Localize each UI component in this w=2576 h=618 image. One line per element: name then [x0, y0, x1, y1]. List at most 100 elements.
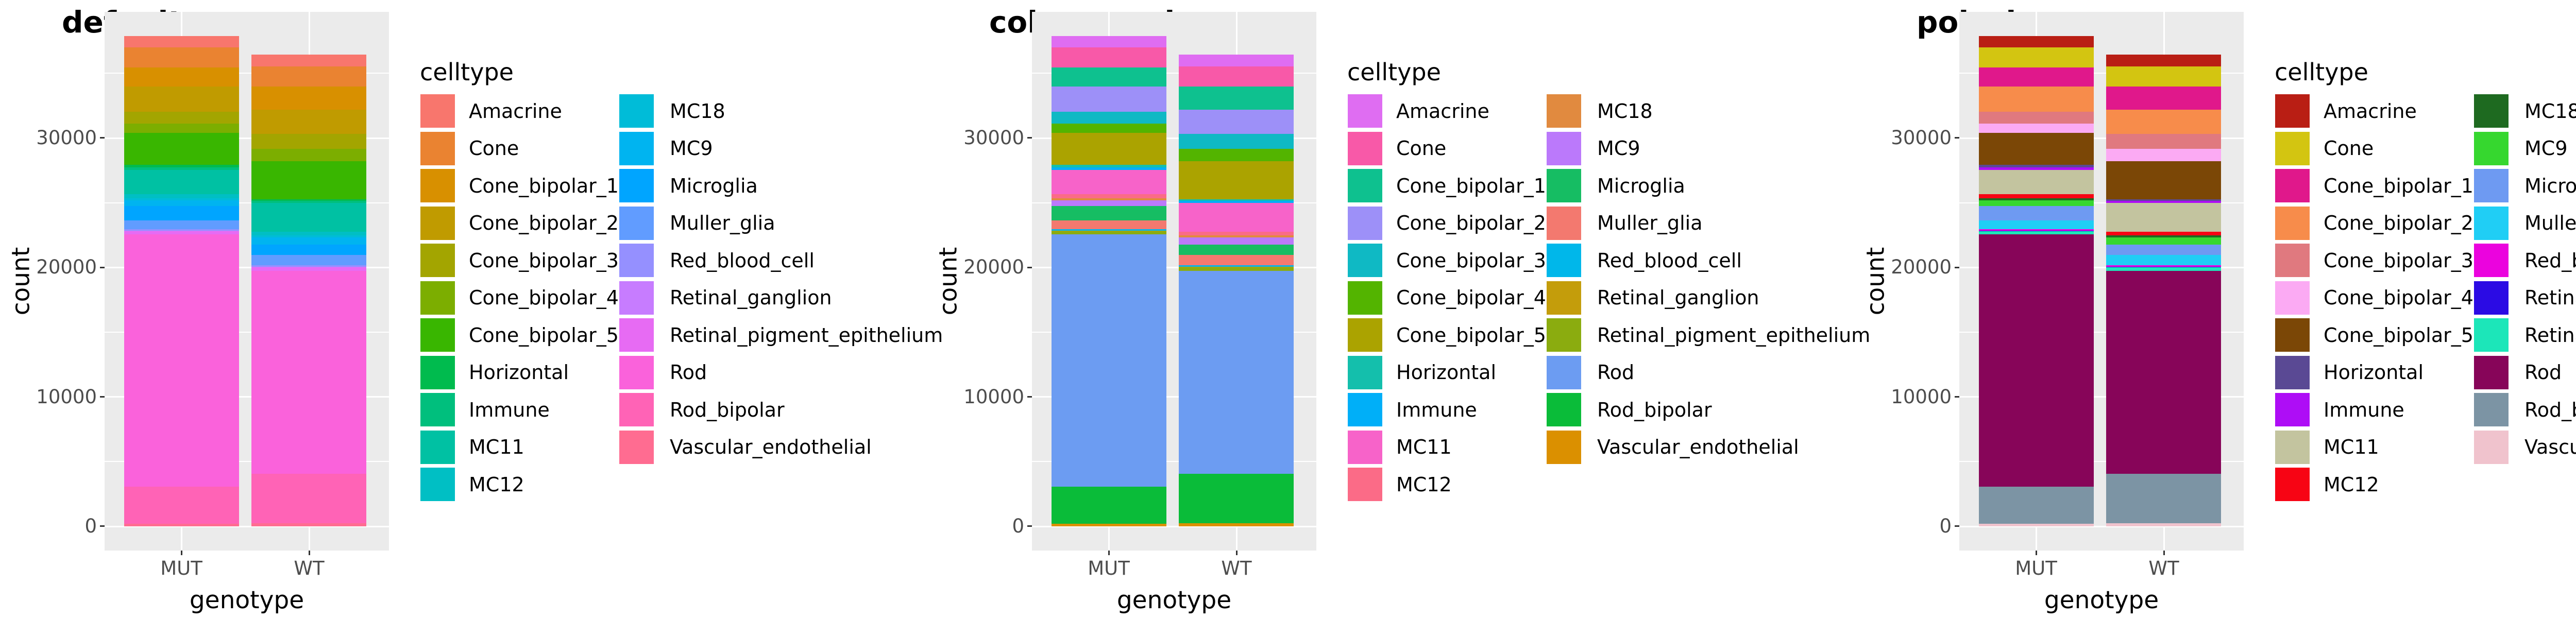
legend-key-Amacrine [420, 94, 455, 128]
bar-segment-MC18 [1979, 198, 2094, 200]
bar-segment-Amacrine [1179, 54, 1294, 67]
legend-key-MC12 [1348, 468, 1382, 501]
bar-segment-MC12 [1052, 194, 1166, 198]
legend-label-Retinal_pigment_epithelium: Retinal_pigment_epithelium [1597, 323, 1871, 347]
bar-segment-Rod [1979, 234, 2094, 487]
legend-label-Cone: Cone [2324, 137, 2374, 160]
legend-label-MC12: MC12 [469, 473, 524, 496]
bar-segment-Cone_bipolar_3 [2106, 134, 2221, 149]
legend-key-Red_blood_cell [2474, 244, 2509, 277]
legend-key-Cone_bipolar_1 [2275, 169, 2310, 202]
chart-polychrome: polychrome count 0 10000 20000 30000 MUT… [1855, 0, 2576, 618]
bar-segment-Cone_bipolar_4 [1179, 148, 1294, 161]
legend-label-Horizontal: Horizontal [2324, 361, 2424, 384]
bar-segment-Amacrine [1979, 36, 2094, 48]
legend-label-Muller_glia: Muller_glia [2524, 212, 2576, 234]
x-axis-title: genotype [1116, 586, 1232, 614]
bar-segment-Microglia [1979, 206, 2094, 220]
stacked-bar-WT [1179, 54, 1294, 526]
major-gridline [105, 525, 389, 527]
major-gridline [1032, 525, 1316, 527]
legend-key-Cone_bipolar_3 [420, 244, 455, 277]
legend-key-Immune [2275, 393, 2310, 426]
major-gridline [1959, 525, 2244, 527]
bar-segment-Retinal_ganglion [1052, 230, 1166, 232]
bar-segment-Rod [251, 270, 366, 474]
bar-segment-Amacrine [1052, 36, 1166, 48]
minor-gridline [105, 332, 389, 333]
legend-title: celltype [2275, 58, 2368, 86]
legend-key-Rod_bipolar [2474, 393, 2509, 426]
bar-segment-Vascular_endothelial [251, 523, 366, 526]
legend-key-Red_blood_cell [1547, 244, 1581, 277]
y-tick-mark [100, 396, 105, 398]
y-tick-mark [1027, 137, 1032, 139]
legend-key-Microglia [2474, 169, 2509, 202]
bar-segment-Cone_bipolar_4 [1979, 124, 2094, 133]
legend-key-Cone_bipolar_1 [420, 169, 455, 202]
legend-label-Cone_bipolar_5: Cone_bipolar_5 [469, 323, 619, 347]
bar-segment-Vascular_endothelial [1979, 523, 2094, 526]
legend-key-MC9 [619, 131, 654, 165]
legend-key-Cone_bipolar_4 [2275, 281, 2310, 315]
bar-segment-Retinal_ganglion [2106, 266, 2221, 268]
legend-key-Cone_bipolar_4 [420, 281, 455, 315]
legend-key-Cone_bipolar_2 [2275, 206, 2310, 240]
legend-key-Cone_bipolar_3 [2275, 244, 2310, 277]
y-tick-label: 0 [84, 515, 97, 537]
bar-segment-MC9 [124, 200, 239, 207]
bar-segment-Cone_bipolar_5 [2106, 161, 2221, 199]
stacked-bar-WT [251, 54, 366, 526]
minor-gridline [1032, 332, 1316, 333]
legend-key-Muller_glia [619, 206, 654, 240]
legend-label-Rod: Rod [2524, 361, 2562, 384]
bar-segment-MC18 [1052, 198, 1166, 200]
bar-segment-Cone_bipolar_1 [1979, 67, 2094, 87]
legend-key-Rod_bipolar [619, 393, 654, 426]
y-tick-label: 10000 [963, 386, 1024, 408]
legend-key-Cone_bipolar_4 [1348, 281, 1382, 315]
legend-key-Amacrine [2275, 94, 2310, 128]
legend-key-Retinal_ganglion [2474, 281, 2509, 315]
bar-segment-MC11 [1979, 169, 2094, 195]
bar-segment-Immune [251, 200, 366, 203]
legend-label-MC18: MC18 [1597, 99, 1653, 123]
x-tick-mark [2036, 551, 2037, 555]
legend-label-Cone_bipolar_5: Cone_bipolar_5 [1396, 323, 1546, 347]
bar-segment-Horizontal [2106, 199, 2221, 201]
bar-segment-Cone_bipolar_2 [1179, 109, 1294, 134]
bar-segment-Rod_bipolar [2106, 474, 2221, 523]
bar-segment-Muller_glia [1179, 255, 1294, 266]
y-tick-label: 10000 [36, 386, 97, 408]
bar-segment-Rod_bipolar [1979, 486, 2094, 524]
x-tick-label: MUT [160, 557, 202, 579]
legend-label-Vascular_endothelial: Vascular_endothelial [2524, 436, 2576, 458]
legend-label-Cone_bipolar_1: Cone_bipolar_1 [469, 174, 619, 197]
bar-segment-Cone [1979, 47, 2094, 68]
legend-key-Immune [420, 393, 455, 426]
x-tick-label: WT [2148, 557, 2179, 579]
bar-segment-Immune [1052, 167, 1166, 170]
legend-label-Cone_bipolar_2: Cone_bipolar_2 [1396, 212, 1546, 234]
legend-label-Rod_bipolar: Rod_bipolar [2524, 398, 2576, 421]
bar-segment-MC18 [124, 198, 239, 200]
legend-key-Muller_glia [2474, 206, 2509, 240]
legend-label-Cone_bipolar_4: Cone_bipolar_4 [1396, 286, 1546, 309]
bar-segment-Retinal_pigment_epithelium [124, 231, 239, 234]
legend-label-Vascular_endothelial: Vascular_endothelial [1597, 436, 1799, 458]
bar-segment-Cone [1179, 66, 1294, 87]
bar-segment-MC11 [124, 169, 239, 195]
bar-segment-Cone_bipolar_2 [124, 86, 239, 112]
bar-segment-Immune [1979, 167, 2094, 170]
bar-segment-Cone_bipolar_2 [251, 109, 366, 134]
x-tick-label: MUT [2015, 557, 2057, 579]
bar-segment-Cone [124, 47, 239, 68]
bar-segment-Microglia [251, 245, 366, 255]
legend-label-Cone_bipolar_3: Cone_bipolar_3 [1396, 249, 1546, 272]
legend-label-Muller_glia: Muller_glia [1597, 212, 1703, 234]
bar-segment-Cone_bipolar_4 [1052, 124, 1166, 133]
legend-label-Cone_bipolar_5: Cone_bipolar_5 [2324, 323, 2473, 347]
legend-label-Retinal_ganglion: Retinal_ganglion [2524, 286, 2576, 309]
x-tick-label: WT [294, 557, 325, 579]
